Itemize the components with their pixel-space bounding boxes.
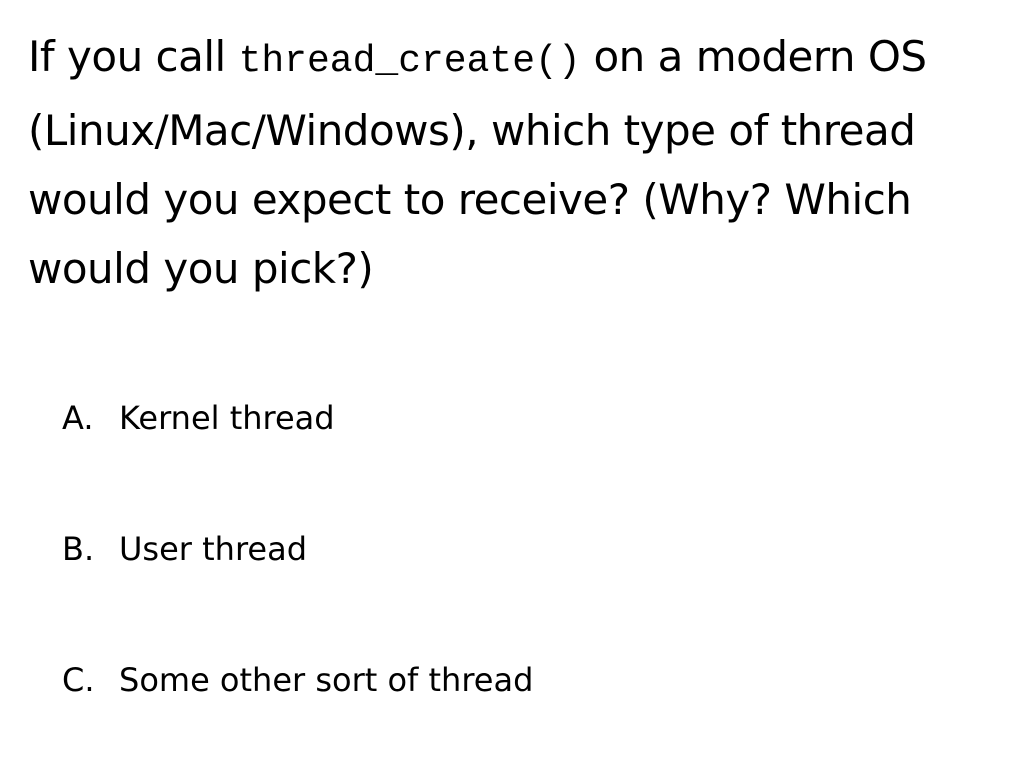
option-text: Kernel thread — [119, 399, 335, 437]
option-text: User thread — [119, 530, 307, 568]
question-prefix: If you call — [28, 32, 239, 81]
function-name-code: thread_create() — [238, 40, 581, 83]
question-text: If you call thread_create() on a modern … — [28, 22, 1003, 303]
answer-options-list: A. Kernel thread B. User thread C. Some oth… — [62, 388, 533, 781]
option-letter: A. — [62, 399, 94, 437]
answer-option-a: A. Kernel thread — [62, 388, 533, 519]
option-text: Some other sort of thread — [119, 661, 534, 699]
option-letter: B. — [62, 530, 95, 568]
option-letter: C. — [62, 661, 95, 699]
answer-option-c: C. Some other sort of thread — [62, 650, 533, 781]
question-suffix: on a modern OS (Linux/Mac/Windows), whic… — [28, 32, 927, 293]
answer-option-b: B. User thread — [62, 519, 533, 650]
